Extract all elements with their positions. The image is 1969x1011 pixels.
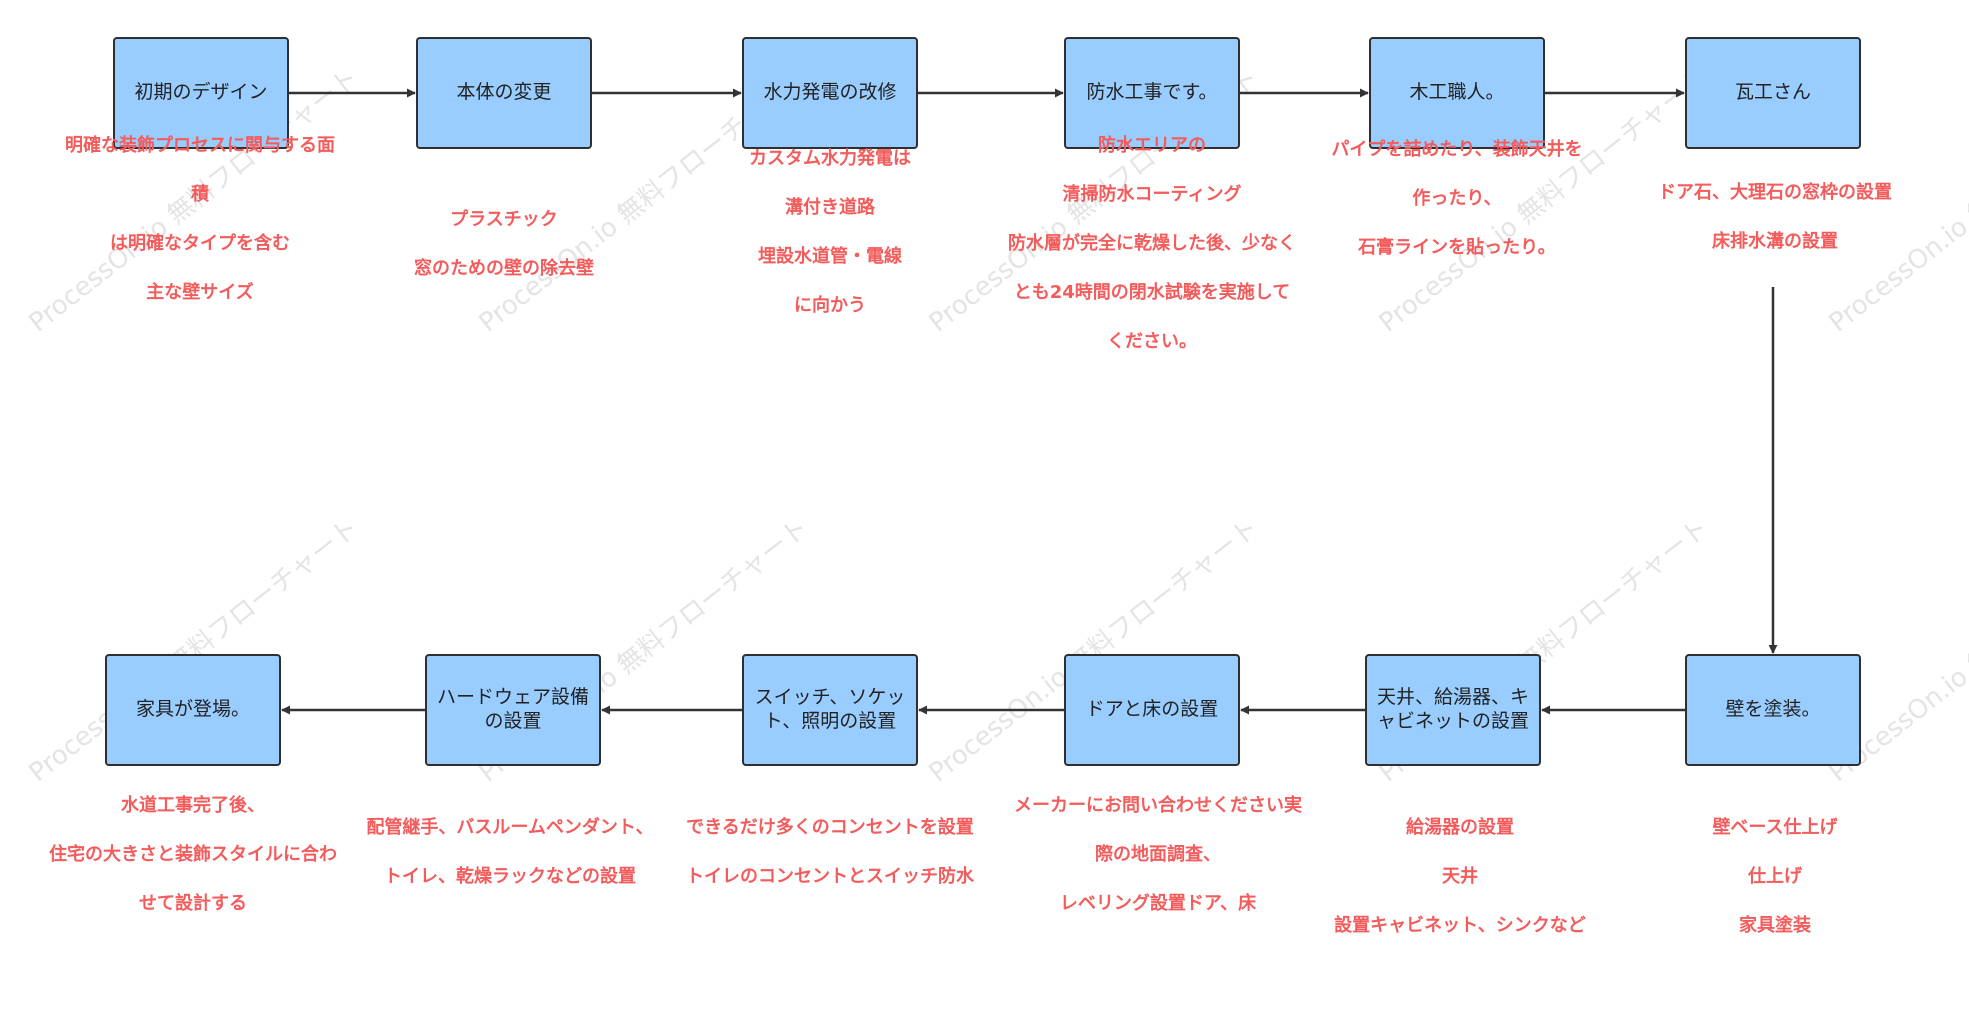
step-note-line: 積: [191, 184, 209, 205]
step-note: 壁ベース仕上げ仕上げ家具塗装: [1605, 803, 1945, 950]
step-note-line: 仕上げ: [1748, 866, 1802, 887]
step-note-line: 作ったり、: [1412, 188, 1502, 209]
step-note: 給湯器の設置天井設置キャビネット、シンクなど: [1290, 803, 1630, 950]
step-note-line: 水道工事完了後、: [121, 795, 265, 816]
step-note: 明確な装飾プロセスに関与する面積は明確なタイプを含む主な壁サイズ: [30, 121, 370, 317]
step-note-line: トイレ、乾燥ラックなどの設置: [384, 866, 636, 887]
step-note-line: 家具塗装: [1739, 915, 1811, 936]
process-step-box: 防水工事です。: [1064, 37, 1240, 149]
step-note: パイプを詰めたり、装飾天井を作ったり、石膏ラインを貼ったり。: [1287, 125, 1627, 272]
step-note-line: は明確なタイプを含む: [110, 233, 290, 254]
step-note-line: 溝付き道路: [785, 197, 875, 218]
step-note: メーカーにお問い合わせください実際の地面調査、レベリング設置ドア、床: [988, 781, 1328, 928]
step-note-line: 設置キャビネット、シンクなど: [1334, 915, 1586, 936]
step-note: 配管継手、バスルームペンダント、トイレ、乾燥ラックなどの設置: [340, 803, 680, 901]
process-step-box: スイッチ、ソケット、照明の設置: [742, 654, 918, 766]
step-note-line: レベリング設置ドア、床: [1059, 893, 1257, 914]
step-note: プラスチック窓のための壁の除去壁: [334, 195, 674, 293]
step-note-line: パイプを詰めたり、装飾天井を: [1331, 139, 1583, 160]
step-note: 防水エリアの清掃防水コーティング防水層が完全に乾燥した後、少なくとも24時間の閉…: [982, 121, 1322, 366]
process-step-box: ドアと床の設置: [1064, 654, 1240, 766]
step-note-line: に向かう: [794, 295, 866, 316]
step-note: ドア石、大理石の窓枠の設置床排水溝の設置: [1605, 168, 1945, 266]
process-step-box: 壁を塗装。: [1685, 654, 1861, 766]
step-note-line: 埋設水道管・電線: [758, 246, 902, 267]
step-note-line: せて設計する: [139, 893, 247, 914]
process-step-box: ハードウェア設備の設置: [425, 654, 601, 766]
step-note-line: 清掃防水コーティング: [1062, 184, 1242, 205]
step-note-line: 窓のための壁の除去壁: [414, 258, 594, 279]
step-note-line: 給湯器の設置: [1406, 817, 1514, 838]
step-note-line: 防水層が完全に乾燥した後、少なく: [1008, 233, 1296, 254]
step-note-line: ください。: [1107, 331, 1197, 352]
process-step-box: 天井、給湯器、キャビネットの設置: [1365, 654, 1541, 766]
step-note-line: トイレのコンセントとスイッチ防水: [686, 866, 974, 887]
step-note-line: メーカーにお問い合わせください実: [1014, 795, 1302, 816]
step-note-line: 際の地面調査、: [1095, 844, 1221, 865]
step-note-line: できるだけ多くのコンセントを設置: [686, 817, 974, 838]
step-note-line: 石膏ラインを貼ったり。: [1358, 237, 1556, 258]
step-note-line: 主な壁サイズ: [146, 282, 254, 303]
step-note-line: 配管継手、バスルームペンダント、: [366, 817, 654, 838]
process-step-box: 木工職人。: [1369, 37, 1545, 149]
process-step-box: 瓦工さん: [1685, 37, 1861, 149]
step-note-line: 床排水溝の設置: [1712, 231, 1838, 252]
process-step-box: 家具が登場。: [105, 654, 281, 766]
process-step-box: 本体の変更: [416, 37, 592, 149]
step-note-line: 明確な装飾プロセスに関与する面: [65, 135, 335, 156]
step-note: 水道工事完了後、住宅の大きさと装飾スタイルに合わせて設計する: [23, 781, 363, 928]
step-note-line: 住宅の大きさと装飾スタイルに合わ: [49, 844, 337, 865]
step-note-line: 天井: [1442, 866, 1478, 887]
step-note-line: とも24時間の閉水試験を実施して: [1013, 282, 1291, 303]
step-note-line: プラスチック: [450, 209, 558, 230]
step-note-line: ドア石、大理石の窓枠の設置: [1658, 182, 1892, 203]
step-note: できるだけ多くのコンセントを設置トイレのコンセントとスイッチ防水: [660, 803, 1000, 901]
step-note-line: カスタム水力発電は: [749, 148, 911, 169]
step-note: カスタム水力発電は溝付き道路埋設水道管・電線に向かう: [660, 134, 1000, 330]
step-note-line: 防水エリアの: [1098, 135, 1206, 156]
process-step-box: 水力発電の改修: [742, 37, 918, 149]
process-step-box: 初期のデザイン: [113, 37, 289, 149]
step-note-line: 壁ベース仕上げ: [1712, 817, 1838, 838]
